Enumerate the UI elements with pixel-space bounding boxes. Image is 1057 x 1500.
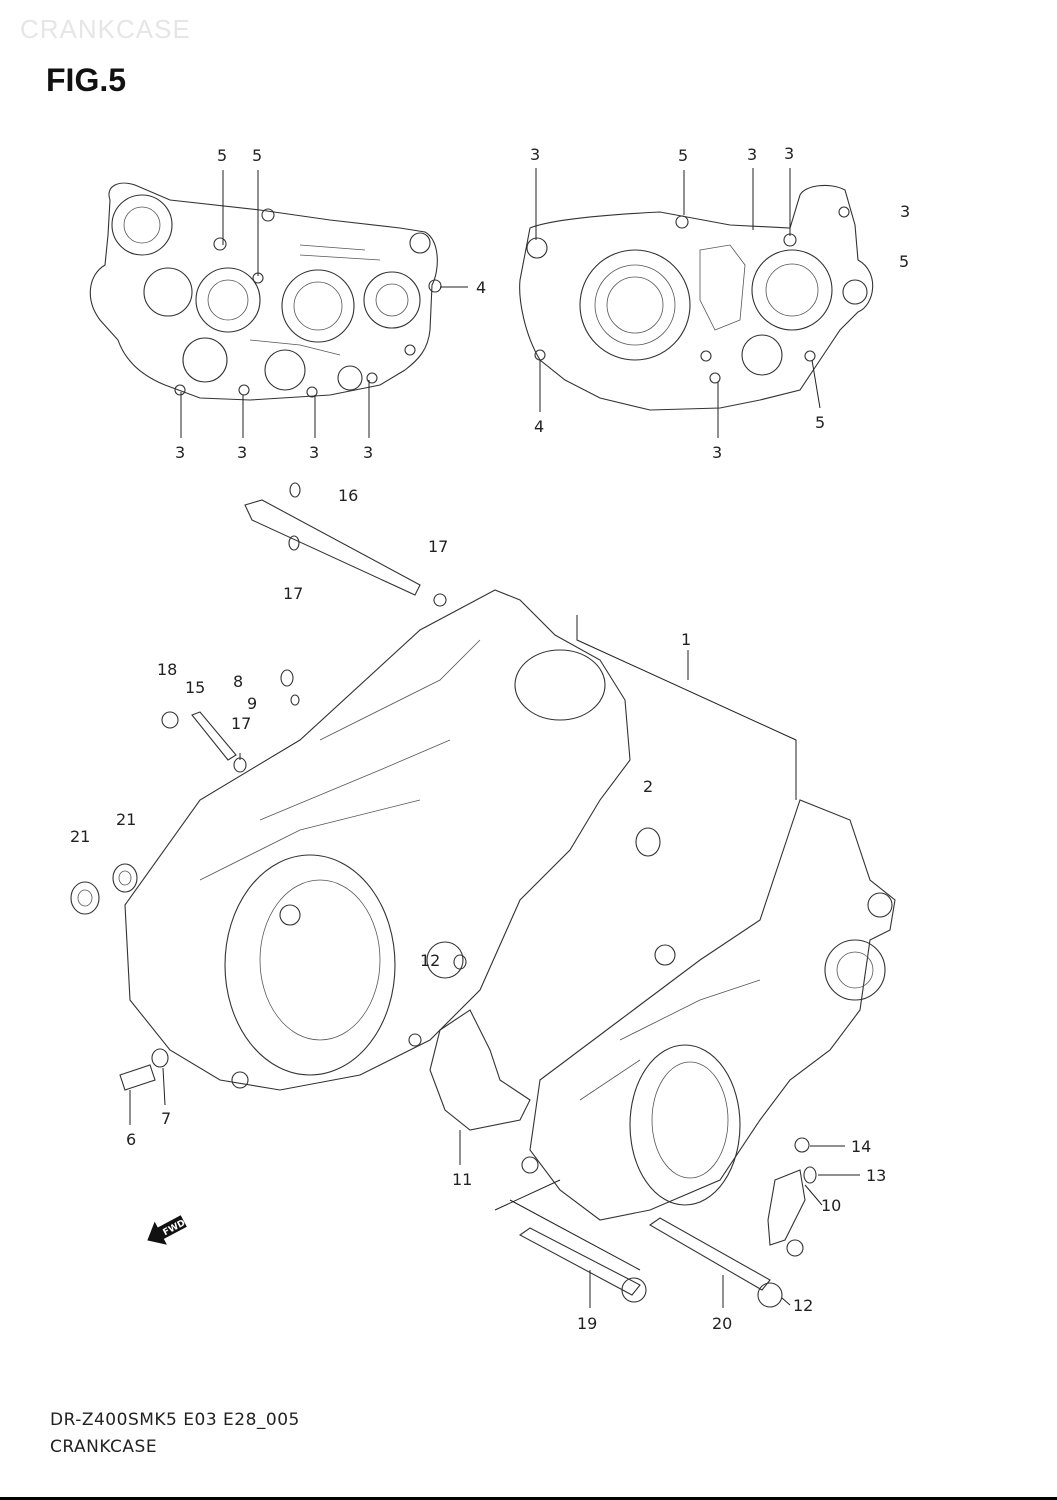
callout: 6: [126, 1130, 136, 1149]
callout-labels: 5 5 3 3 3 3 4 3 5 3 3 3 5 4 3 5 16 17 17…: [70, 144, 910, 1333]
callout: 17: [428, 537, 448, 556]
section-name: CRANKCASE: [50, 1437, 158, 1457]
callout: 5: [217, 146, 227, 165]
callout: 21: [70, 827, 90, 846]
small-parts: [70, 482, 817, 1308]
callout: 3: [175, 443, 185, 462]
right-crankcase-half: [519, 184, 874, 411]
callout: 3: [784, 144, 794, 163]
callout: 3: [309, 443, 319, 462]
callout: 3: [747, 145, 757, 164]
callout: 3: [900, 202, 910, 221]
callout: 3: [530, 145, 540, 164]
callout: 20: [712, 1314, 732, 1333]
callout: 15: [185, 678, 205, 697]
callout: 4: [476, 278, 486, 297]
callout: 5: [815, 413, 825, 432]
callout: 12: [793, 1296, 813, 1315]
callout: 14: [851, 1137, 871, 1156]
leader-lines: [129, 168, 860, 1308]
callout: 19: [577, 1314, 597, 1333]
callout: 3: [237, 443, 247, 462]
callout: 17: [283, 584, 303, 603]
fwd-arrow: FWD: [147, 1215, 187, 1245]
callout: 21: [116, 810, 136, 829]
callout: 5: [899, 252, 909, 271]
page-bottom-border: [0, 1497, 1057, 1500]
callout: 9: [247, 694, 257, 713]
watermark-title: CRANKCASE: [20, 14, 191, 44]
callout: 5: [678, 146, 688, 165]
callout: 18: [157, 660, 177, 679]
main-crankcase-assembly: [124, 589, 896, 1221]
model-code: DR-Z400SMK5 E03 E28_005: [50, 1410, 300, 1430]
callout: 13: [866, 1166, 886, 1185]
callout: 16: [338, 486, 358, 505]
left-crankcase-half: [89, 182, 442, 401]
callout: 17: [231, 714, 251, 733]
callout: 5: [252, 146, 262, 165]
callout: 8: [233, 672, 243, 691]
callout: 4: [534, 417, 544, 436]
callout: 10: [821, 1196, 841, 1215]
callout: 11: [452, 1170, 472, 1189]
callout: 3: [363, 443, 373, 462]
figure-label: FIG.5: [46, 62, 127, 98]
callout: 1: [681, 630, 691, 649]
callout: 12: [420, 951, 440, 970]
callout: 3: [712, 443, 722, 462]
callout: 7: [161, 1109, 171, 1128]
callout: 2: [643, 777, 653, 796]
